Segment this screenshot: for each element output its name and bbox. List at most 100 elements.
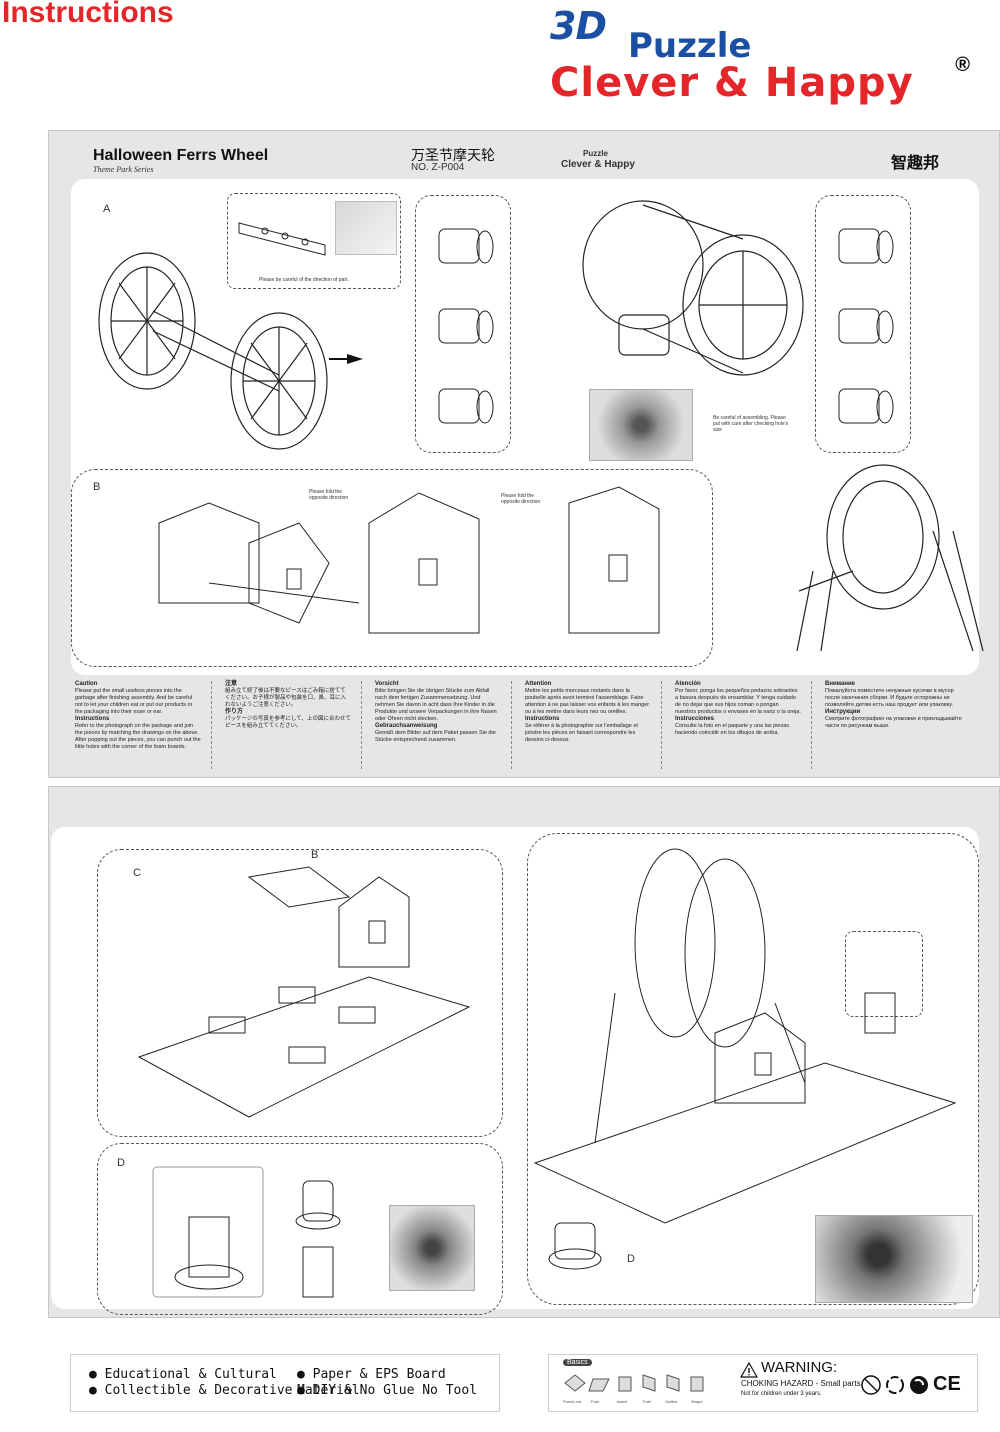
logo-registered: ® (955, 54, 970, 76)
section-c-label: C (133, 867, 141, 879)
part-d-photo (389, 1205, 475, 1291)
lang-english-body2: Refer to the photograph on the package a… (75, 723, 201, 750)
basics-steps-icons (564, 1374, 704, 1392)
basics-step-2: Fold (591, 1399, 599, 1404)
lang-french-heading2: Instructions (525, 716, 560, 722)
lang-french: Attention Mettre les petits morceaux res… (525, 681, 651, 744)
note-direction: Please be careful of the direction of pa… (259, 277, 349, 283)
separator (661, 681, 662, 769)
lang-japanese-heading2: 作り方 (225, 709, 244, 715)
lang-english-heading2: Instructions (75, 716, 110, 722)
logo-brand: Clever & Happy (550, 60, 914, 106)
lang-german: Vorsicht Bitte bringen Sie die übrigen S… (375, 681, 501, 744)
basics-step-5: Outline (665, 1399, 678, 1404)
product-number: NO. Z-P004 (411, 162, 465, 173)
feature-collectible: ● Collectible & Decorative (89, 1383, 293, 1398)
lang-japanese-heading: 注意 (225, 681, 238, 687)
basics-step-3: Insert (617, 1399, 628, 1404)
final-assembly-box (527, 833, 979, 1305)
lang-french-heading: Attention (525, 681, 552, 687)
final-assembly-diagram (533, 848, 957, 1270)
instructions-heading: Instructions (2, 0, 174, 29)
section-a-label: A (103, 203, 111, 215)
sheet-1-paper (71, 179, 979, 675)
separator (211, 681, 212, 769)
lang-spanish: Atención Por favor, ponga los pequeños p… (675, 681, 801, 737)
lang-english-body: Please put the small useless pieces into… (75, 688, 193, 715)
small-logo-puzzle: Puzzle (583, 149, 608, 158)
note-fold-1: Please fold the opposite direction (309, 489, 349, 501)
lang-spanish-heading: Atención (675, 681, 701, 687)
lang-japanese-body: 組み立て終了後は不要なピースはごみ箱に捨ててください。お子様が製品や包装を口、鼻… (225, 688, 347, 708)
product-photo (815, 1215, 973, 1303)
recycle-icon (886, 1376, 904, 1394)
feature-material: ● Paper & EPS Board Material (297, 1367, 446, 1398)
part-photo (335, 201, 397, 255)
warning-triangle-icon (739, 1361, 759, 1378)
warning-line-2: Not for children under 3 years. (741, 1391, 822, 1397)
features-box: ● Educational & Cultural ● Collectible &… (70, 1354, 500, 1412)
note-fold-2: Please fold the opposite direction (501, 493, 541, 505)
feature-diy-label: DIY & No Glue No Tool (312, 1383, 478, 1398)
section-c-b-label: B (311, 849, 319, 861)
feature-material-label: Paper & EPS Board Material (297, 1367, 446, 1398)
warning-title: WARNING: (761, 1359, 838, 1376)
green-dot-icon (910, 1376, 928, 1394)
wheel-assembly-diagram (98, 252, 363, 450)
feature-diy: ● DIY & No Glue No Tool (297, 1383, 478, 1398)
warning-line-1: CHOKING HAZARD - Small parts. (741, 1379, 863, 1388)
separator (811, 681, 812, 769)
assembly-photo (589, 389, 693, 461)
lang-german-body: Bitte bringen Sie die übrigen Stücke zum… (375, 688, 497, 722)
lang-russian-body2: Смотрите фотографию на упаковке и прикла… (825, 716, 962, 729)
ferris-wheel-diagram (582, 200, 804, 376)
lang-russian-heading2: Инструкции (825, 709, 861, 715)
callout-steps-right (815, 195, 911, 453)
feature-collectible-label: Collectible & Decorative (104, 1383, 293, 1398)
lang-german-heading: Vorsicht (375, 681, 399, 687)
note-careful: Be careful of assembling. Please put wit… (713, 415, 789, 433)
brand-chinese: 智趣邦 (891, 153, 940, 172)
wheel-stand-diagram (796, 464, 984, 652)
lang-russian-heading: Внимание (825, 681, 855, 687)
lang-japanese-body2: パッケージの写真を参考にして、上の図に合わせてピースを組み立ててください。 (225, 716, 351, 729)
drum-steps-left (438, 228, 494, 424)
brand-logo: 3D Puzzle Clever & Happy ® (550, 4, 970, 106)
lang-spanish-heading2: Instrucciones (675, 716, 715, 722)
lang-russian-body: Пожалуйста поместите ненужные кусочки в … (825, 688, 954, 708)
logo-3d: 3D (550, 4, 607, 48)
callout-parts-box (227, 193, 401, 289)
instruction-sheet-1: Halloween Ferrs Wheel Theme Park Series … (48, 130, 1000, 778)
separator (511, 681, 512, 769)
tower-part-diagram (152, 1166, 341, 1298)
product-title: Halloween Ferrs Wheel (93, 147, 269, 164)
small-logo-brand: Clever & Happy (561, 159, 635, 170)
feature-educational-label: Educational & Cultural (104, 1367, 277, 1382)
basics-step-4: Fold (643, 1399, 651, 1404)
lang-russian: Внимание Пожалуйста поместите ненужные к… (825, 681, 965, 730)
drum-steps-right (838, 228, 894, 424)
logo-puzzle: Puzzle (628, 26, 752, 66)
lang-english-heading: Caution (75, 681, 98, 687)
section-b-label: B (93, 481, 101, 493)
basics-label: Basics (563, 1359, 592, 1366)
lang-french-body: Mettre les petits morceaux restants dans… (525, 688, 650, 715)
lang-german-heading2: Gebrauchsanweisung (375, 723, 438, 729)
basics-step-6: Shape (691, 1399, 703, 1404)
basics-step-1: Punch out (563, 1399, 582, 1404)
no-children-icon (861, 1375, 881, 1395)
detail-box (845, 931, 923, 1017)
lang-japanese: 注意 組み立て終了後は不要なピースはごみ箱に捨ててください。お子様が製品や包装を… (225, 681, 351, 730)
house-diagram-b (158, 486, 660, 634)
section-d2-label: D (627, 1253, 635, 1265)
part-strip-diagram (238, 222, 326, 256)
section-c-box (97, 849, 503, 1137)
feature-educational: ● Educational & Cultural (89, 1367, 277, 1382)
product-series: Theme Park Series (93, 165, 154, 174)
lang-german-body2: Gemäß dem Bilder auf dem Paket passen Si… (375, 730, 496, 743)
instruction-sheet-2: C B D D (48, 786, 1000, 1318)
section-d-box (97, 1143, 503, 1315)
ce-mark-icon: CE (933, 1373, 961, 1395)
chinese-title: 万圣节摩天轮 (411, 148, 495, 164)
separator (361, 681, 362, 769)
